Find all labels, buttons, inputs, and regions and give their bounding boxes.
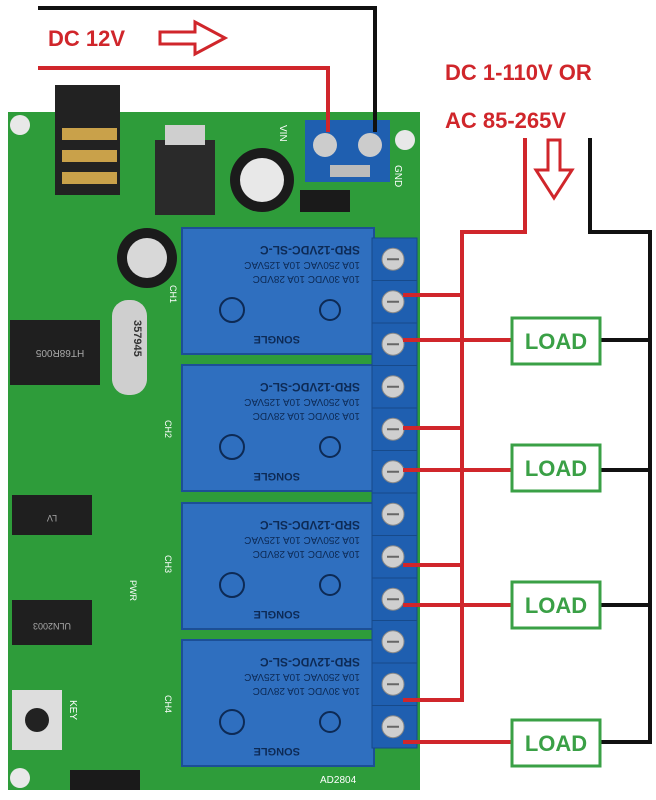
pwr-label: PWR (128, 580, 138, 601)
terminal-9: NO3 (371, 577, 432, 621)
vin-label: VIN (277, 125, 288, 142)
relay-3: SRD-12VDC-SL-C 10A 250VAC 10A 125VAC 10A 3… (181, 502, 375, 630)
wires (38, 6, 652, 744)
relays: SRD-12VDC-SL-C 10A 250VAC 10A 125VAC 10A 3… (181, 227, 375, 767)
ch2-label: CH2 (163, 420, 173, 438)
relay-rating2-label: 10A 30VDC 10A 28VDC (253, 548, 360, 559)
terminal-3: NO1 (371, 322, 432, 366)
terminal-8: COM3 (371, 535, 432, 579)
relay-brand-label: SONGLE (254, 333, 300, 345)
relay-rating1-label: 10A 250VAC 10A 125VAC (244, 671, 360, 682)
relay-model-label: SRD-12VDC-SL-C (260, 380, 360, 394)
load-label: LOAD (525, 593, 587, 618)
gnd-label: GND (392, 165, 403, 187)
terminal-label: NC2 (422, 378, 432, 396)
model-label: AD2804 (320, 775, 357, 786)
relay-rating1-label: 10A 250VAC 10A 125VAC (244, 534, 360, 545)
terminal-4: NC2 (371, 365, 432, 409)
chip-mid2-label: ULN2003 (33, 621, 71, 631)
cqc-mark-icon (319, 436, 341, 458)
load-supply-label-line2: AC 85-265V (445, 108, 566, 133)
ul-mark-icon (219, 297, 245, 323)
relay-rating2-label: 10A 30VDC 10A 28VDC (253, 273, 360, 284)
key-label: KEY (67, 700, 78, 720)
load-label: LOAD (525, 329, 587, 354)
ch3-label: CH3 (163, 555, 173, 573)
terminal-2: COM1 (371, 280, 432, 324)
relay-rating2-label: 10A 30VDC 10A 28VDC (253, 685, 360, 696)
terminal-1: NC1 (371, 237, 432, 281)
relay-brand-label: SONGLE (254, 608, 300, 620)
terminal-label: COM4 (422, 671, 432, 697)
load-boxes: LOAD LOAD LOAD LOAD (510, 316, 602, 768)
load-supply-label-line1: DC 1-110V OR (445, 60, 592, 85)
terminal-label: NC3 (422, 505, 432, 523)
relay-rating1-label: 10A 250VAC 10A 125VAC (244, 396, 360, 407)
load-box-1: LOAD (510, 316, 602, 366)
ul-mark-icon (219, 434, 245, 460)
relay-1: SRD-12VDC-SL-C 10A 250VAC 10A 125VAC 10A 3… (181, 227, 375, 355)
relay-rating2-label: 10A 30VDC 10A 28VDC (253, 410, 360, 421)
chip-top-label: HT68R005 (35, 347, 84, 358)
ch4-label: CH4 (163, 695, 173, 713)
down-arrow-icon (533, 138, 575, 201)
load-label: LOAD (525, 456, 587, 481)
terminal-10: NC4 (371, 620, 432, 664)
terminal-label: NC4 (422, 633, 432, 651)
terminal-label: NO1 (422, 335, 432, 354)
load-box-4: LOAD (510, 718, 602, 768)
relay-4: SRD-12VDC-SL-C 10A 250VAC 10A 125VAC 10A 3… (181, 639, 375, 767)
ch1-label: CH1 (168, 285, 178, 303)
ul-mark-icon (219, 709, 245, 735)
cqc-mark-icon (319, 711, 341, 733)
relay-model-label: SRD-12VDC-SL-C (260, 518, 360, 532)
terminal-label: COM1 (422, 289, 432, 315)
load-label: LOAD (525, 731, 587, 756)
relay-model-label: SRD-12VDC-SL-C (260, 243, 360, 257)
relay-2: SRD-12VDC-SL-C 10A 250VAC 10A 125VAC 10A 3… (181, 364, 375, 492)
crystal-label: 357945 (131, 320, 143, 357)
terminal-label: COM3 (422, 544, 432, 570)
relay-rating1-label: 10A 250VAC 10A 125VAC (244, 259, 360, 270)
load-box-3: LOAD (510, 580, 602, 630)
relay-model-label: SRD-12VDC-SL-C (260, 655, 360, 669)
load-box-2: LOAD (510, 443, 602, 493)
relay-brand-label: SONGLE (254, 470, 300, 482)
right-arrow-icon (158, 19, 229, 57)
terminal-7: NC3 (371, 492, 432, 536)
terminal-label: NO3 (422, 590, 432, 609)
terminal-12: NO4 (371, 705, 432, 749)
ul-mark-icon (219, 572, 245, 598)
relay-brand-label: SONGLE (254, 745, 300, 757)
terminal-label: NO4 (422, 717, 432, 736)
cqc-mark-icon (319, 299, 341, 321)
cqc-mark-icon (319, 574, 341, 596)
dc-input-label: DC 12V (48, 26, 125, 51)
input-terminal-block (305, 120, 390, 182)
terminal-label: NC1 (422, 250, 432, 268)
chip-mid1-label: LV (47, 513, 57, 523)
